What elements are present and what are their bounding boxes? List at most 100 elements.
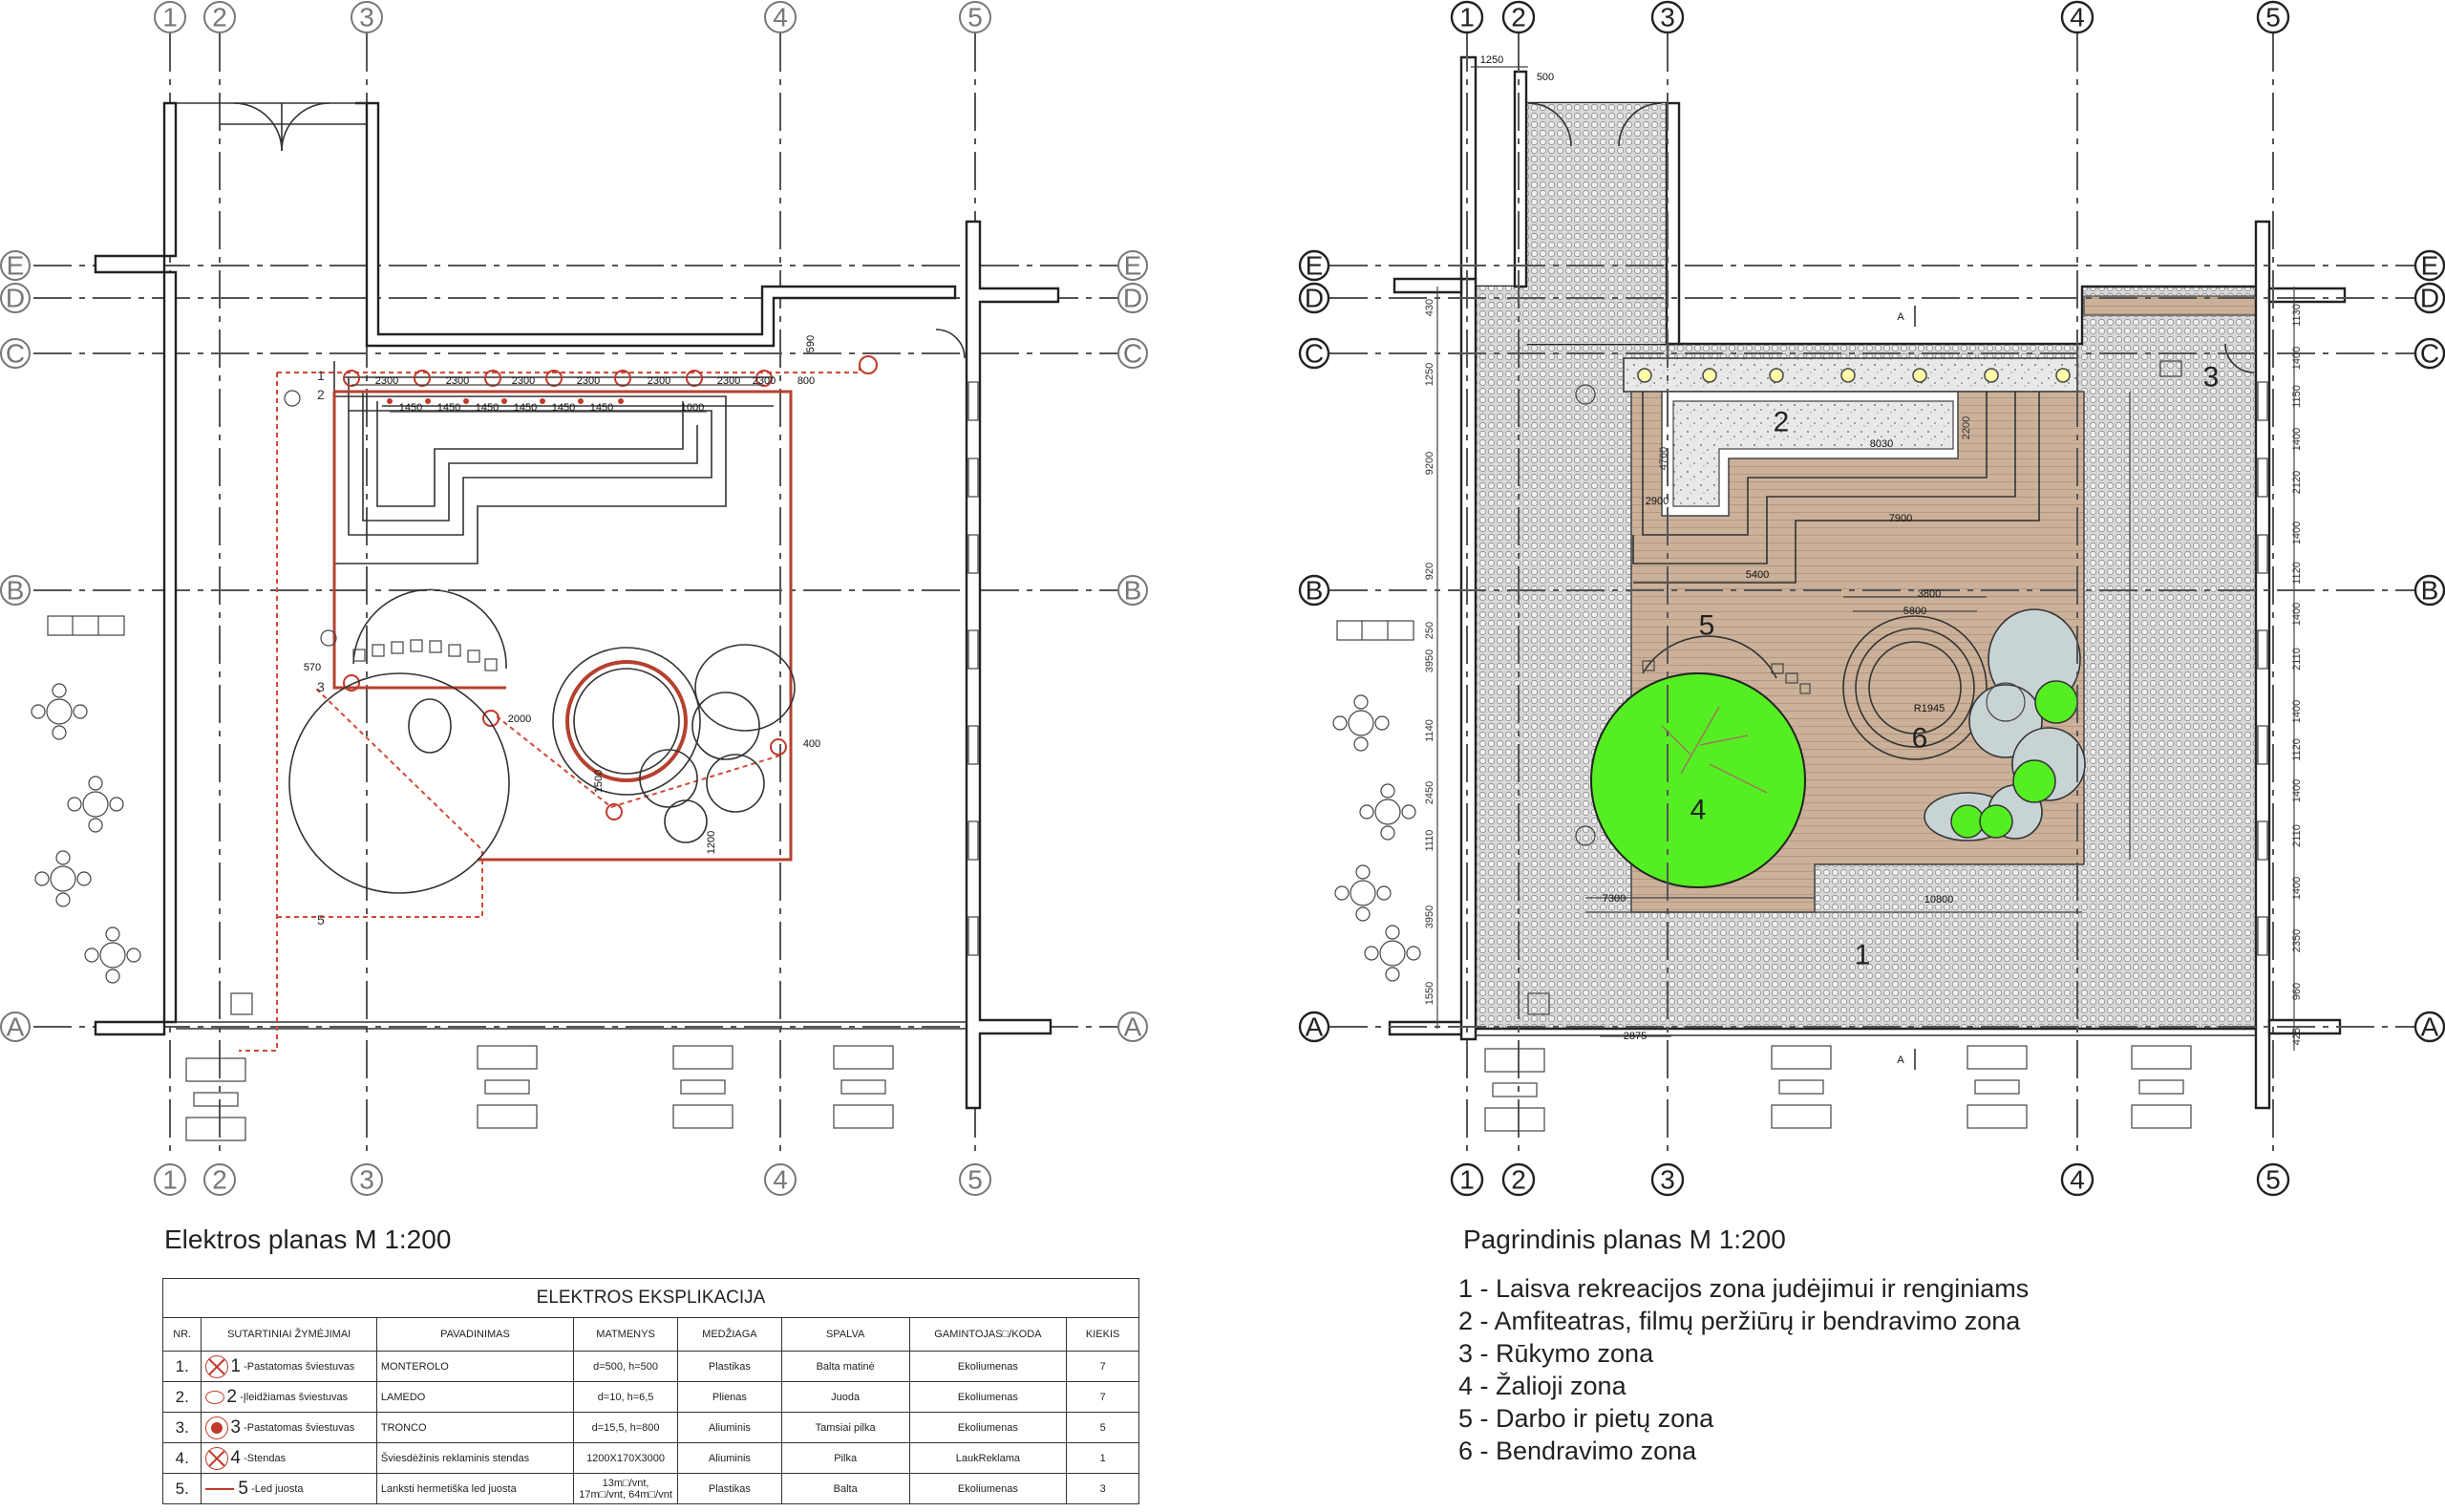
left-axis-4-top: 4 <box>773 3 788 32</box>
th-maker: GAMINTOJAS□/KODA <box>908 1317 1068 1352</box>
zone-labels: 1 2 3 4 5 6 <box>1690 362 2220 971</box>
left-axis-E-l: E <box>7 251 25 281</box>
rdim-right-2: 1400 <box>2291 347 2303 370</box>
right-axis-5-bottom: 5 <box>2265 1165 2281 1195</box>
legend-item-5: 5 - Darbo ir pietų zona <box>1458 1404 1714 1433</box>
right-axis-B-r: B <box>2421 576 2439 606</box>
legend-item-2: 2 - Amfiteatras, filmų peržiūrų ir bendr… <box>1458 1307 2021 1335</box>
legend-item-6: 6 - Bendravimo zona <box>1458 1437 1697 1465</box>
right-axis-3-bottom: 3 <box>1660 1165 1675 1195</box>
right-axis-B-l: B <box>1306 576 1324 606</box>
right-walls <box>1388 55 2347 1110</box>
th-color: SPALVA <box>780 1317 910 1352</box>
right-axis-A-l: A <box>1306 1012 1324 1042</box>
rdim-2900: 2900 <box>1646 496 1669 507</box>
th-nr: NR. <box>161 1317 202 1352</box>
rdim-3800: 3800 <box>1918 588 1941 600</box>
zone-6-label: 6 <box>1912 723 1928 755</box>
table-row: 3. 3 -Pastatomas šviestuvas TRONCO d=15,… <box>161 1412 1139 1443</box>
rdim-right-17: 425 <box>2291 1028 2303 1045</box>
table-row: 2. 2 -Įleidžiamas šviestuvas LAMEDO d=10… <box>161 1381 1139 1413</box>
right-axis-E-r: E <box>2421 251 2439 281</box>
rdim-top-2: 500 <box>1537 72 1554 83</box>
dim-1200: 1200 <box>706 831 717 854</box>
rdim-5800: 5800 <box>1903 606 1926 617</box>
left-axis-5-bottom: 5 <box>967 1165 983 1195</box>
zone-3-label: 3 <box>2203 362 2220 394</box>
right-axis-bubbles: 1 2 3 4 5 1 2 3 4 5 E D C B A E D C B A <box>1298 0 2445 1197</box>
dim-top-7: 2300 <box>753 375 776 387</box>
rdim-left-10: 3950 <box>1424 905 1435 928</box>
led-strip-icon <box>205 1487 235 1490</box>
dim-top-4: 2300 <box>577 375 600 387</box>
line-label-1: 1 <box>317 368 325 383</box>
right-axis-D-l: D <box>1305 284 1324 313</box>
th-name: PAVADINIMAS <box>375 1317 575 1352</box>
rdim-left-11: 1550 <box>1424 982 1435 1005</box>
right-axis-D-r: D <box>2420 284 2439 313</box>
rdim-left-6: 3950 <box>1424 650 1435 672</box>
right-grid <box>1329 33 2416 1156</box>
table-row: 1. 1 -Pastatomas šviestuvas MONTEROLO d=… <box>161 1351 1139 1382</box>
rdim-8030: 8030 <box>1870 438 1893 450</box>
dim-top-1: 2300 <box>375 375 398 387</box>
dim-590: 590 <box>805 335 817 352</box>
left-grid-horizontal <box>33 265 1117 1028</box>
left-plan: 2300 2300 2300 2300 2300 2300 2300 800 1… <box>0 1 1148 1196</box>
zone-2-label: 2 <box>1774 407 1790 438</box>
left-axis-A-r: A <box>1124 1012 1142 1042</box>
left-grid-vertical <box>169 33 976 1156</box>
left-axis-D-r: D <box>1123 284 1142 313</box>
rdim-right-11: 1120 <box>2291 738 2303 761</box>
dim-second-6: 1450 <box>590 402 613 414</box>
left-axis-D-l: D <box>6 284 25 313</box>
dim-second-1: 1450 <box>399 402 422 414</box>
rdim-top-1: 1250 <box>1480 54 1503 66</box>
left-circles <box>288 588 796 894</box>
stand-icon <box>205 1446 229 1470</box>
standing-light-icon <box>205 1354 229 1378</box>
green-zone-circle <box>1590 672 1806 888</box>
dim-1500: 1500 <box>593 770 605 793</box>
table-header-row: NR. SUTARTINIAI ŽYMĖJIMAI PAVADINIMAS MA… <box>161 1317 1139 1352</box>
right-axis-3-top: 3 <box>1660 3 1675 32</box>
line-label-3: 3 <box>317 679 325 694</box>
th-qty: KIEKIS <box>1066 1317 1139 1352</box>
left-furniture <box>31 615 894 1141</box>
right-dimension-lines <box>1436 66 2295 1051</box>
rdim-10800: 10800 <box>1924 894 1954 905</box>
dim-400: 400 <box>803 738 820 750</box>
dim-second-5: 1450 <box>552 402 575 414</box>
left-axis-C-l: C <box>6 339 25 369</box>
rdim-right-16: 960 <box>2291 983 2303 1000</box>
left-axis-3-bottom: 3 <box>359 1165 374 1195</box>
right-furniture <box>1332 620 2192 1132</box>
left-axis-5-top: 5 <box>967 3 983 32</box>
rdim-right-7: 1120 <box>2291 562 2303 585</box>
rdim-left-8: 2450 <box>1424 781 1435 804</box>
th-symbols: SUTARTINIAI ŽYMĖJIMAI <box>201 1317 377 1352</box>
section-mark-bottom: A <box>1897 1054 1904 1066</box>
left-axis-4-bottom: 4 <box>773 1165 788 1195</box>
rdim-right-14: 1400 <box>2291 877 2303 900</box>
right-axis-1-top: 1 <box>1459 3 1475 32</box>
left-axis-1-top: 1 <box>162 3 178 32</box>
right-plan-title: Pagrindinis planas M 1:200 <box>1463 1225 1786 1254</box>
legend-item-3: 3 - Rūkymo zona <box>1458 1339 1654 1368</box>
legend-item-4: 4 - Žalioji zona <box>1458 1372 1626 1400</box>
dim-second-2: 1450 <box>437 402 460 414</box>
rdim-right-9: 2110 <box>2291 648 2303 671</box>
right-axis-C-r: C <box>2420 339 2439 369</box>
bollard-light-icon <box>205 1416 229 1439</box>
rdim-left-2: 1250 <box>1424 363 1435 386</box>
dim-second-3: 1450 <box>476 402 499 414</box>
rdim-right-3: 1150 <box>2291 385 2303 408</box>
rdim-right-4: 1400 <box>2291 428 2303 451</box>
th-dims: MATMENYS <box>573 1317 678 1352</box>
rdim-4760: 4760 <box>1658 447 1669 470</box>
right-axis-5-top: 5 <box>2265 3 2281 32</box>
left-axis-2-bottom: 2 <box>212 1165 227 1195</box>
rdim-r1945: R1945 <box>1914 703 1945 714</box>
left-axis-B-r: B <box>1124 576 1142 606</box>
light-fixtures <box>343 355 878 820</box>
